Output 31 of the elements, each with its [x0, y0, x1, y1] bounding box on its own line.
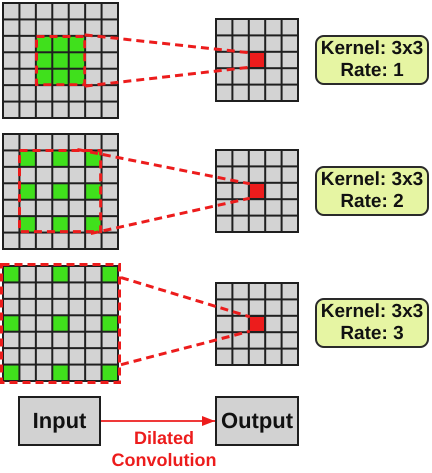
output-box: [215, 396, 299, 446]
projection-line: [84, 33, 250, 54]
arrow: [101, 416, 215, 426]
input-grid: [2, 2, 119, 119]
output-grid: [215, 149, 299, 233]
dilation-rate-label: Rate: 1: [340, 60, 404, 82]
dilation-rate-label: Rate: 2: [340, 191, 404, 213]
parameter-card: [315, 298, 429, 348]
edge-label: Dilated Convolution: [110, 427, 218, 471]
projection-line: [77, 148, 250, 186]
node-label: Input: [32, 408, 86, 434]
node-label: Output: [220, 408, 294, 434]
receptive-field-outline: [34, 34, 86, 86]
parameter-card: [315, 166, 429, 216]
projection-line: [120, 330, 250, 366]
receptive-field-outline: [18, 149, 103, 234]
output-pixel: [250, 52, 264, 68]
kernel-size-label: Kernel: 3x3: [320, 301, 424, 323]
projection-line: [120, 276, 250, 318]
projection-line: [84, 66, 250, 88]
output-pixel: [250, 184, 264, 198]
kernel-size-label: Kernel: 3x3: [320, 169, 424, 191]
parameter-card: [315, 35, 429, 85]
projection-line: [90, 196, 250, 236]
dilation-rate-label: Rate: 3: [340, 323, 404, 345]
kernel-size-label: Kernel: 3x3: [320, 38, 424, 60]
input-box: [18, 396, 101, 446]
input-grid: [2, 133, 119, 250]
output-grid: [215, 18, 299, 102]
output-pixel: [250, 316, 264, 332]
output-grid: [215, 282, 299, 366]
